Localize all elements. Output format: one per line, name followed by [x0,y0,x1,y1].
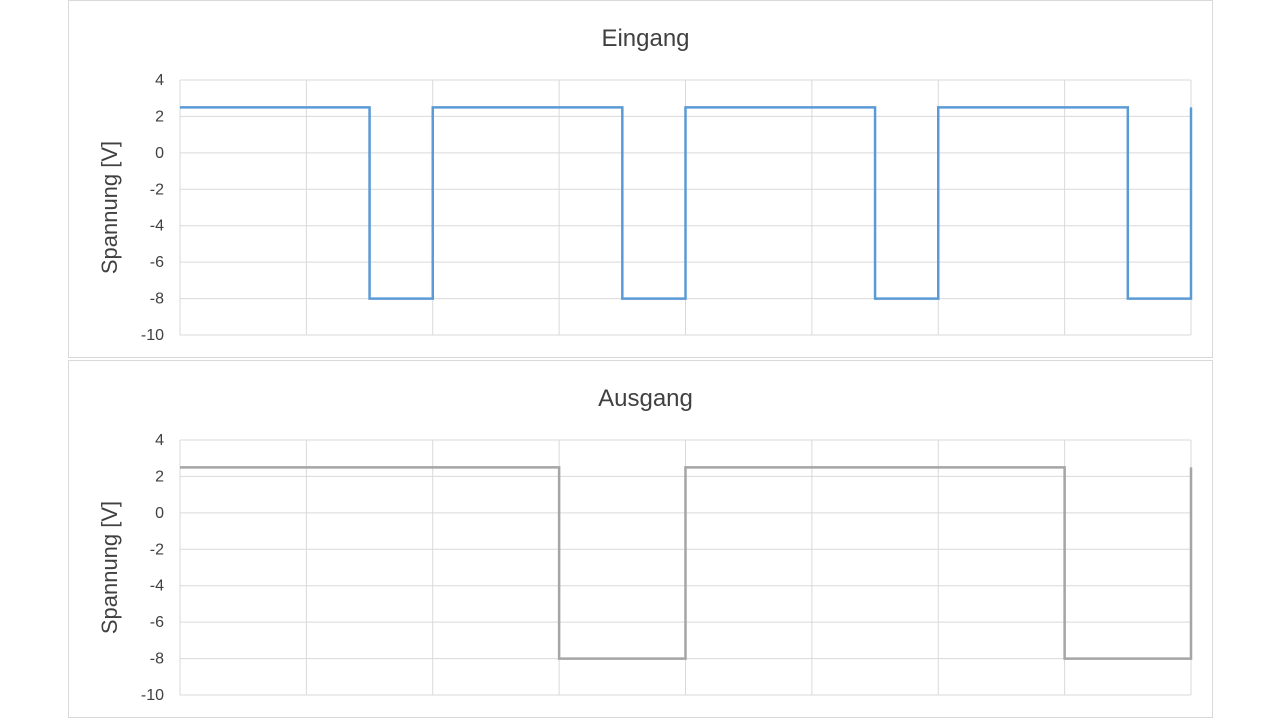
chart-title: Ausgang [598,385,693,412]
series-line [180,466,1193,660]
y-axis-label: Spannung [V] [97,141,122,274]
y-tick-label: 2 [155,468,164,485]
y-tick-label: -8 [150,291,164,308]
chart-ausgang-svg: Ausgang 4 2 0 -2 -4 -6 -8 -10 Spannung [V] [97,385,1193,704]
y-tick-label: -2 [150,541,164,558]
y-tick-label: -6 [150,254,164,271]
y-tick-label: -4 [150,218,164,235]
y-tick-label: -2 [150,181,164,198]
chart-eingang: Eingang 4 2 0 -2 -4 -6 -8 -10 Spannung [V] [68,0,1213,358]
y-tick-label: -6 [150,614,164,631]
y-tick-label: -4 [150,578,164,595]
y-tick-label: 4 [155,432,164,449]
chart-eingang-svg: Eingang 4 2 0 -2 -4 -6 -8 -10 Spannung [V] [97,25,1193,344]
y-tick-label: -10 [141,327,164,344]
chart-title: Eingang [601,25,689,52]
y-tick-label: -8 [150,651,164,668]
chart-ausgang: Ausgang 4 2 0 -2 -4 -6 -8 -10 Spannung [V] [68,360,1213,718]
y-tick-label: 2 [155,108,164,125]
y-tick-label: 0 [155,505,164,522]
series-line [180,106,1193,300]
y-tick-label: -10 [141,687,164,704]
y-axis-label: Spannung [V] [97,501,122,634]
y-tick-label: 0 [155,145,164,162]
y-tick-label: 4 [155,72,164,89]
